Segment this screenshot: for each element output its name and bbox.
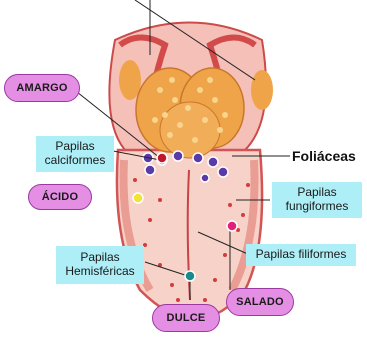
label-filiformes: Papilas filiformes	[246, 244, 356, 266]
label-acido: ÁCIDO	[28, 184, 92, 210]
marker-acido	[133, 193, 143, 203]
label-salado: SALADO	[226, 288, 294, 316]
marker-salado	[227, 221, 237, 231]
label-amargo: AMARGO	[4, 74, 80, 102]
label-foliaceas: Foliáceas	[292, 146, 362, 166]
label-hemisfericas: Papilas Hemisféricas	[56, 246, 144, 284]
label-dulce: DULCE	[152, 304, 220, 332]
label-fungiformes: Papilas fungiformes	[272, 182, 362, 218]
label-calciformes: Papilas calciformes	[36, 136, 114, 172]
marker-dulce	[185, 271, 195, 281]
tonsil-right	[251, 70, 273, 110]
marker-amargo	[157, 153, 167, 163]
